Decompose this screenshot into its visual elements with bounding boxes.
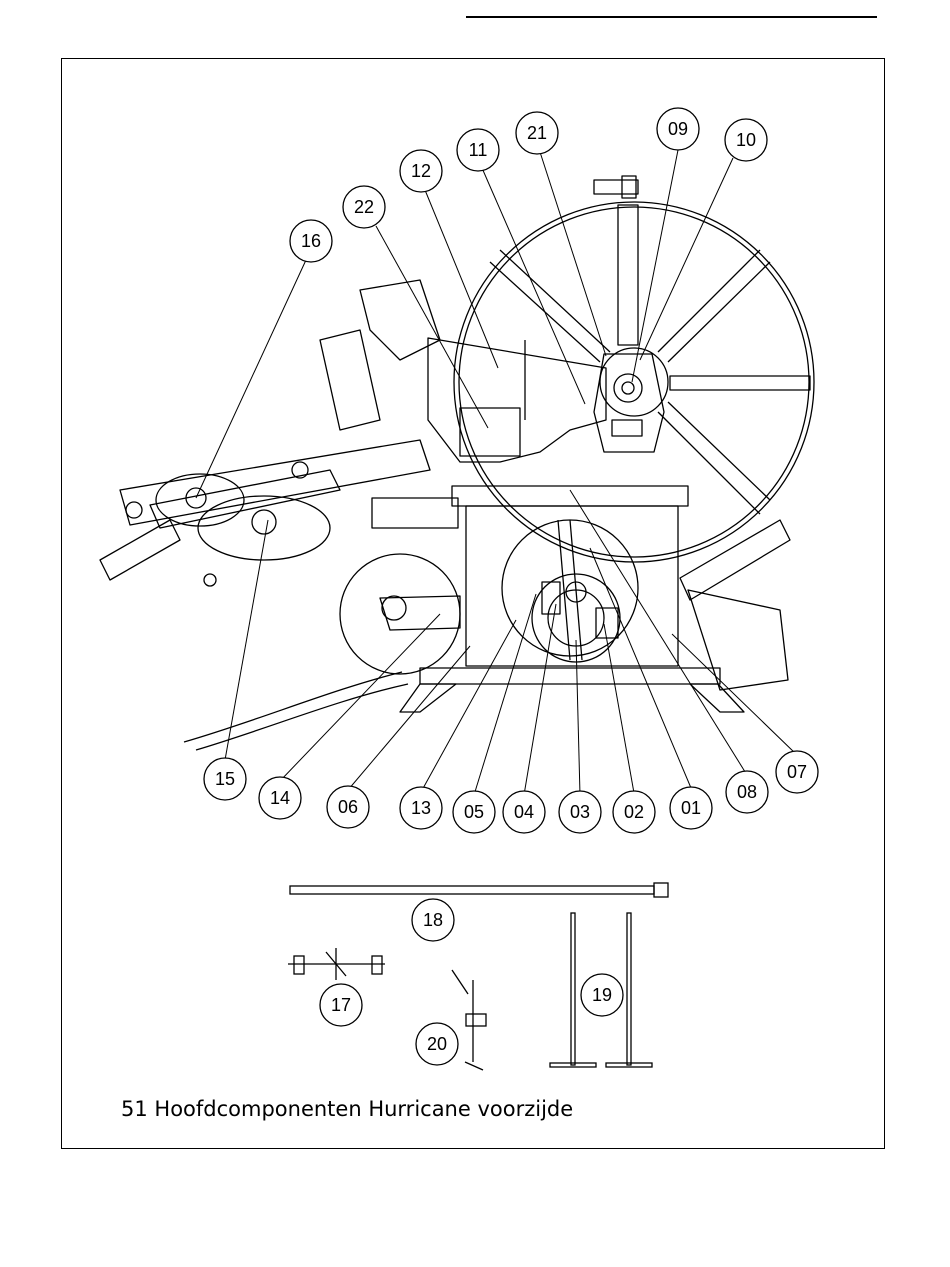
callout-19: 19 <box>581 974 623 1016</box>
callout-08: 08 <box>726 771 768 813</box>
callout-18: 18 <box>412 899 454 941</box>
callout-number: 02 <box>624 802 644 822</box>
callout-06: 06 <box>327 786 369 828</box>
callout-number: 14 <box>270 788 290 808</box>
callout-16: 16 <box>290 220 332 262</box>
callout-number: 05 <box>464 802 484 822</box>
machine-line-art <box>100 176 814 750</box>
callout-21: 21 <box>516 112 558 154</box>
callout-number: 08 <box>737 782 757 802</box>
figure-caption: 51 Hoofdcomponenten Hurricane voorzijde <box>121 1097 573 1121</box>
callout-05: 05 <box>453 791 495 833</box>
callout-03: 03 <box>559 791 601 833</box>
leader-lines <box>196 150 797 795</box>
callout-number: 19 <box>592 985 612 1005</box>
callout-number: 03 <box>570 802 590 822</box>
callout-number: 16 <box>301 231 321 251</box>
callout-10: 10 <box>725 119 767 161</box>
callout-02: 02 <box>613 791 655 833</box>
callout-number: 18 <box>423 910 443 930</box>
callout-number: 07 <box>787 762 807 782</box>
callout-number: 15 <box>215 769 235 789</box>
callout-20: 20 <box>416 1023 458 1065</box>
callout-07: 07 <box>776 751 818 793</box>
callout-number: 06 <box>338 797 358 817</box>
callout-number: 01 <box>681 798 701 818</box>
callout-22: 22 <box>343 186 385 228</box>
callout-17: 17 <box>320 984 362 1026</box>
callout-number: 09 <box>668 119 688 139</box>
callout-number: 20 <box>427 1034 447 1054</box>
callout-number: 21 <box>527 123 547 143</box>
callout-09: 09 <box>657 108 699 150</box>
reel-spokes <box>490 205 810 514</box>
callout-labels: 01 02 03 04 05 06 07 08 09 10 11 12 13 14 15 16 17 18 19 20… <box>204 108 818 1065</box>
callout-04: 04 <box>503 791 545 833</box>
callout-number: 10 <box>736 130 756 150</box>
callout-01: 01 <box>670 787 712 829</box>
callout-number: 04 <box>514 802 534 822</box>
callout-13: 13 <box>400 787 442 829</box>
callout-14: 14 <box>259 777 301 819</box>
callout-12: 12 <box>400 150 442 192</box>
callout-number: 17 <box>331 995 351 1015</box>
callout-number: 12 <box>411 161 431 181</box>
callout-number: 22 <box>354 197 374 217</box>
callout-number: 11 <box>469 140 488 160</box>
callout-15: 15 <box>204 758 246 800</box>
callout-number: 13 <box>411 798 431 818</box>
callout-11: 11 <box>457 129 499 171</box>
